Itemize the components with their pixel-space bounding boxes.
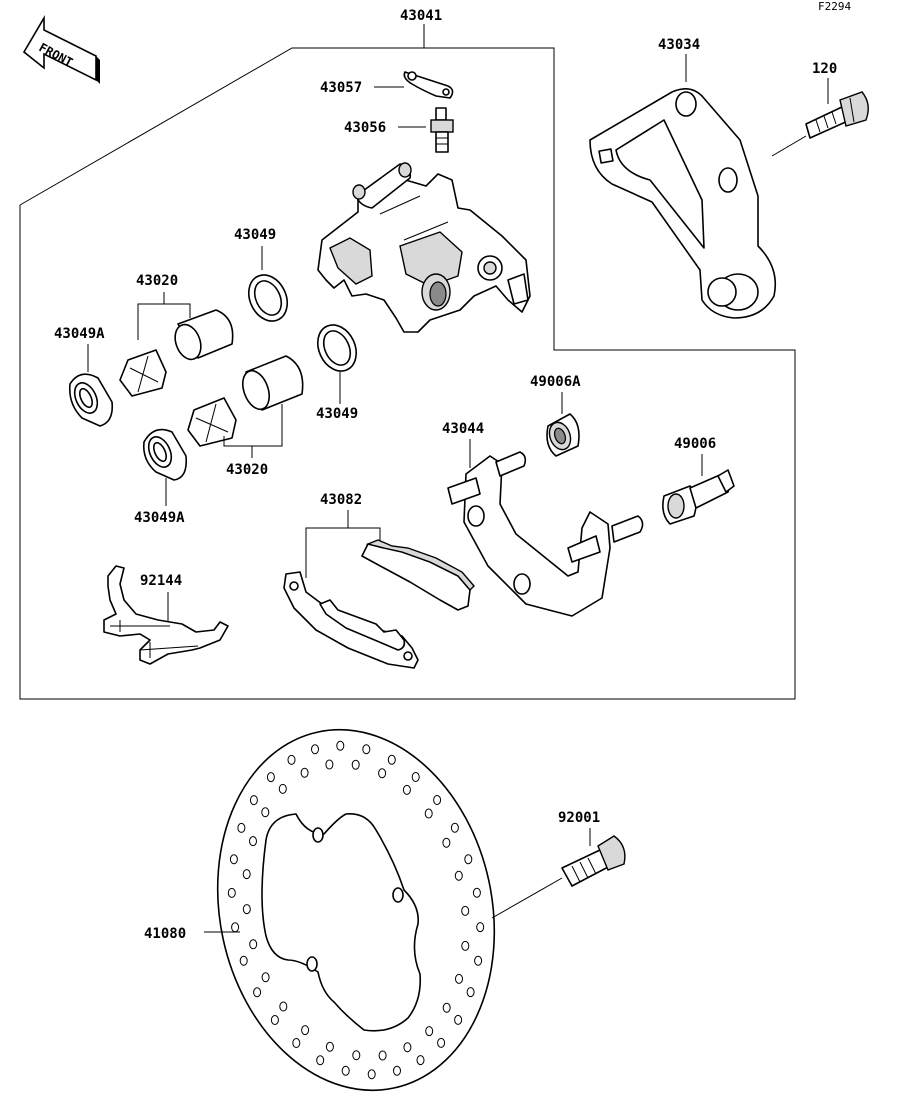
disc-hole — [442, 1002, 451, 1013]
disc-hole — [351, 759, 360, 770]
disc-hole — [239, 955, 248, 966]
disc-hole — [352, 1050, 361, 1061]
disc-bolt-part — [561, 835, 626, 887]
disc-hole — [402, 784, 411, 795]
callout-120: 120 — [812, 61, 837, 77]
disc-hole — [249, 939, 258, 950]
disc-hole — [433, 795, 442, 805]
callout-43057: 43057 — [320, 80, 362, 96]
dust-seal-part-left — [68, 373, 114, 427]
disc-hole — [261, 972, 270, 983]
disc-hole — [242, 869, 251, 880]
disc-hole — [301, 1025, 310, 1036]
piston-seal-part-top — [247, 274, 289, 322]
disc-hole — [464, 854, 473, 865]
disc-hole — [336, 740, 345, 751]
disc-hole — [454, 870, 463, 881]
disc-hole — [229, 854, 238, 865]
disc-hole — [476, 922, 485, 933]
piston-part-bottom — [187, 355, 304, 447]
callout-92144: 92144 — [140, 573, 182, 589]
front-arrow-icon: FRONT — [22, 15, 100, 84]
disc-hole — [362, 744, 371, 755]
callout-43049A-left: 43049A — [54, 326, 105, 342]
dust-seal-part-bottom — [142, 428, 188, 481]
disc-hole — [455, 973, 463, 984]
disc-hole — [231, 922, 240, 933]
callout-43020-top: 43020 — [136, 273, 178, 289]
disc-hole — [393, 1065, 401, 1076]
callout-43041: 43041 — [400, 8, 442, 24]
disc-vent-holes — [227, 740, 485, 1080]
disc-hole — [472, 887, 481, 898]
piston-part-top — [119, 309, 234, 397]
callout-43056: 43056 — [344, 120, 386, 136]
disc-hole — [227, 887, 236, 898]
disc-hole — [311, 744, 319, 755]
disc-hole — [237, 822, 246, 833]
bleeder-cap-part — [403, 71, 454, 99]
disc-hole — [403, 1042, 412, 1053]
disc-hole — [279, 1001, 288, 1012]
disc-hole — [450, 822, 459, 833]
brake-pad-part — [283, 539, 475, 669]
disc-hole — [341, 1065, 350, 1076]
piston-seal-part-mid — [316, 324, 358, 372]
disc-hole — [437, 1037, 446, 1048]
caliper-holder-part — [447, 451, 644, 617]
disc-hole — [411, 772, 420, 782]
callout-43034: 43034 — [658, 37, 700, 53]
caliper-body-part — [317, 162, 531, 333]
figure-code: F2294 — [818, 0, 851, 13]
disc-hole — [266, 772, 275, 783]
disc-hole — [461, 940, 470, 951]
caliper-bracket-part — [589, 88, 777, 319]
callout-43049-mid: 43049 — [316, 406, 358, 422]
callout-43082: 43082 — [320, 492, 362, 508]
disc-hole — [270, 1015, 279, 1025]
disc-hole — [325, 1041, 334, 1052]
disc-hole — [378, 768, 387, 779]
disc-hole — [416, 1055, 425, 1066]
pad-spring-part — [103, 565, 229, 665]
disc-hole — [454, 1014, 463, 1025]
disc-hole — [249, 795, 258, 806]
slide-pin-part — [662, 469, 735, 525]
disc-hole — [442, 837, 451, 848]
disc-hole — [387, 754, 396, 765]
disc-hole — [316, 1055, 325, 1066]
disc-hole — [249, 836, 257, 847]
disc-hole — [461, 905, 470, 916]
disc-hole — [325, 759, 334, 770]
caliper-assembly-outline — [19, 47, 796, 700]
pin-boot-part — [546, 413, 580, 457]
callout-49006: 49006 — [674, 436, 716, 452]
bracket-bolt-part — [805, 91, 869, 139]
bleeder-valve-part — [430, 107, 454, 153]
callout-92001: 92001 — [558, 810, 600, 826]
disc-hole — [278, 783, 287, 794]
callout-43049A-bottom: 43049A — [134, 510, 185, 526]
disc-hole — [424, 808, 433, 819]
disc-hole — [287, 754, 296, 765]
disc-hole — [253, 987, 262, 998]
callout-43020-bottom: 43020 — [226, 462, 268, 478]
disc-hole — [300, 767, 309, 778]
disc-hole — [425, 1026, 434, 1037]
disc-hole — [261, 807, 270, 818]
callout-43044: 43044 — [442, 421, 484, 437]
disc-hole — [474, 955, 483, 966]
callout-49006A: 49006A — [530, 374, 581, 390]
callout-43049-top: 43049 — [234, 227, 276, 243]
disc-hole — [378, 1050, 387, 1061]
brake-disc-part — [216, 728, 496, 1092]
disc-hole — [367, 1069, 376, 1080]
disc-hole — [242, 904, 251, 915]
disc-hole — [466, 987, 475, 998]
disc-hole — [292, 1038, 301, 1048]
callout-41080: 41080 — [144, 926, 186, 942]
